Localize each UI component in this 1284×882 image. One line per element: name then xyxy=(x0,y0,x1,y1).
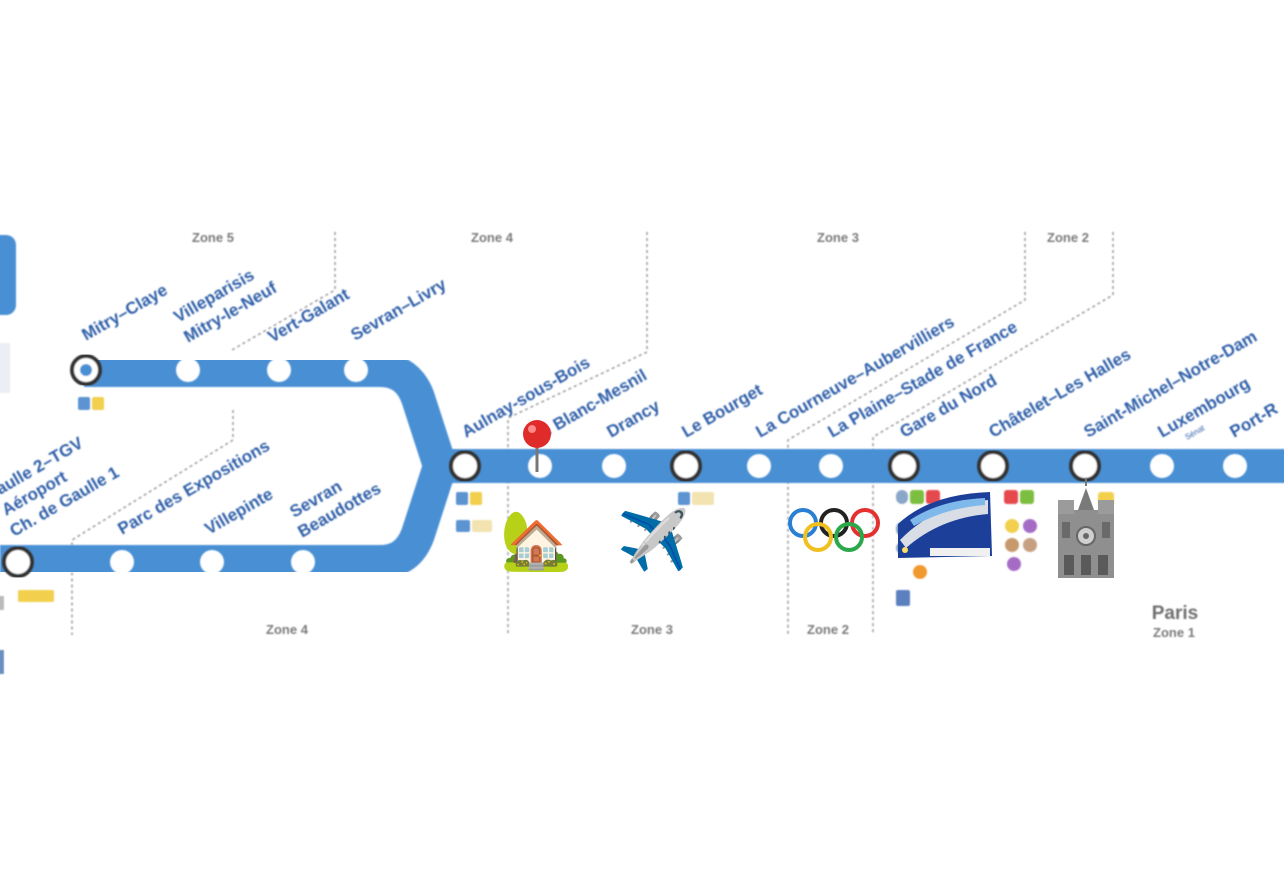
line-tracks xyxy=(0,353,1284,579)
station-dot xyxy=(291,550,315,574)
legend-box-partial xyxy=(0,235,16,315)
stations-lower xyxy=(2,546,315,578)
station-label: Mitry–Claye xyxy=(79,280,171,344)
zone-label-bottom: Zone 4 xyxy=(266,622,309,637)
station-label: Sevran–Livry xyxy=(348,274,450,344)
station-interchange xyxy=(670,450,702,482)
zone-dividers xyxy=(71,232,1114,635)
station-dot xyxy=(200,550,224,574)
station-dot xyxy=(1223,454,1247,478)
station-interchange xyxy=(2,546,34,578)
station-dot xyxy=(267,358,291,382)
airplane-icon: ✈️ xyxy=(617,505,689,574)
house-with-garden-icon: 🏡 xyxy=(500,506,572,574)
station-interchange xyxy=(888,450,920,482)
station-dot xyxy=(602,454,626,478)
paris-label: Paris xyxy=(1152,603,1198,624)
olympic-rings-icon xyxy=(788,508,880,552)
station-dot xyxy=(1150,454,1174,478)
station-dot xyxy=(344,358,368,382)
partial-icon-left-edge xyxy=(0,596,4,674)
upper-branch-track xyxy=(84,353,457,472)
zone-label-top: Zone 3 xyxy=(817,230,859,245)
station-label: Parc des Expositions xyxy=(115,436,273,538)
stations-trunk xyxy=(449,450,1247,482)
zone-label-top: Zone 4 xyxy=(471,230,514,245)
stations-upper xyxy=(70,354,368,386)
station-label: Le Bourget xyxy=(679,380,766,441)
zone-label-bottom: Zone 2 xyxy=(807,622,849,637)
zone-label-bottom: Zone 3 xyxy=(631,622,673,637)
station-dot xyxy=(819,454,843,478)
station-interchange xyxy=(977,450,1009,482)
station-dot xyxy=(747,454,771,478)
map-pin-icon xyxy=(523,420,551,472)
zone-label-top: Zone 5 xyxy=(192,230,234,245)
station-dot xyxy=(176,358,200,382)
station-interchange xyxy=(1069,450,1101,482)
high-speed-train-icon xyxy=(898,492,992,558)
station-label: Villepinte xyxy=(202,484,277,538)
station-interchange xyxy=(449,450,481,482)
zone-label-top: Zone 2 xyxy=(1047,230,1089,245)
station-label: Port-R xyxy=(1227,399,1281,441)
notre-dame-cathedral-icon xyxy=(1058,478,1114,578)
station-dot xyxy=(528,454,552,478)
station-dot xyxy=(110,550,134,574)
paris-zone-label: Zone 1 xyxy=(1153,625,1195,640)
legend-box-light xyxy=(0,343,10,393)
lower-branch-track xyxy=(0,460,457,579)
